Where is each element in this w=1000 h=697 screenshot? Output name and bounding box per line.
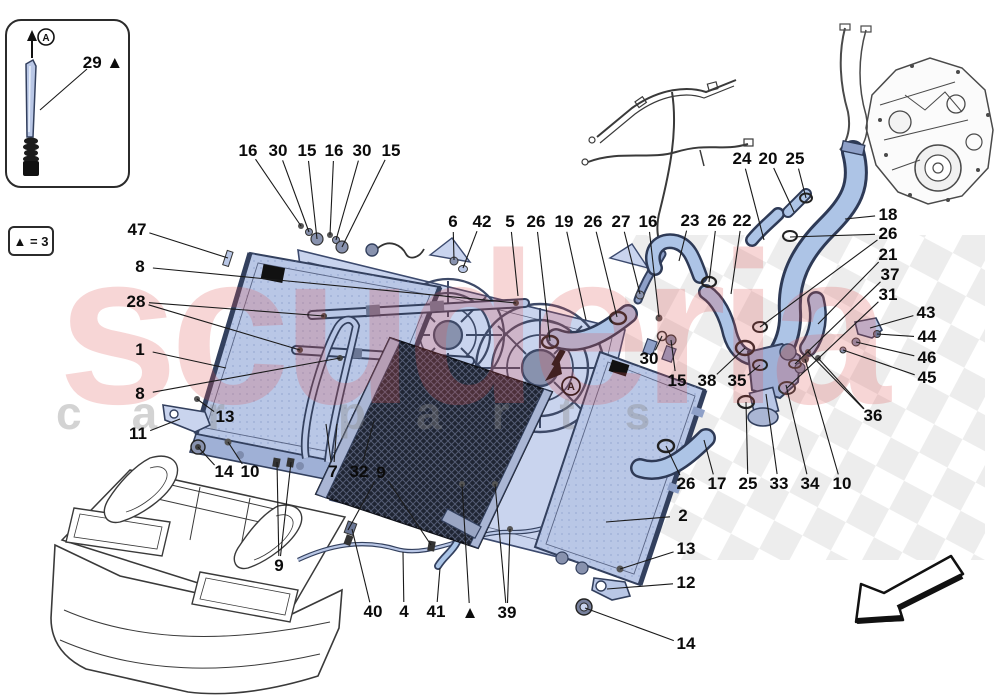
direction-a-marker: A: [545, 348, 581, 396]
inset-detail-box: [5, 19, 130, 188]
coolant-pipes-line-art: [581, 79, 754, 251]
airbox-line-art: [50, 455, 347, 695]
direction-arrow-large: [854, 554, 965, 624]
inset-bleed-pipe-drawing: A: [23, 28, 55, 176]
small-tubes-drawing: [272, 315, 559, 570]
inset-circled-a-letter: A: [42, 33, 49, 44]
engine-line-art: [839, 23, 994, 205]
quantity-legend: ▲ = 3: [8, 226, 54, 256]
circled-a-letter: A: [567, 381, 575, 393]
